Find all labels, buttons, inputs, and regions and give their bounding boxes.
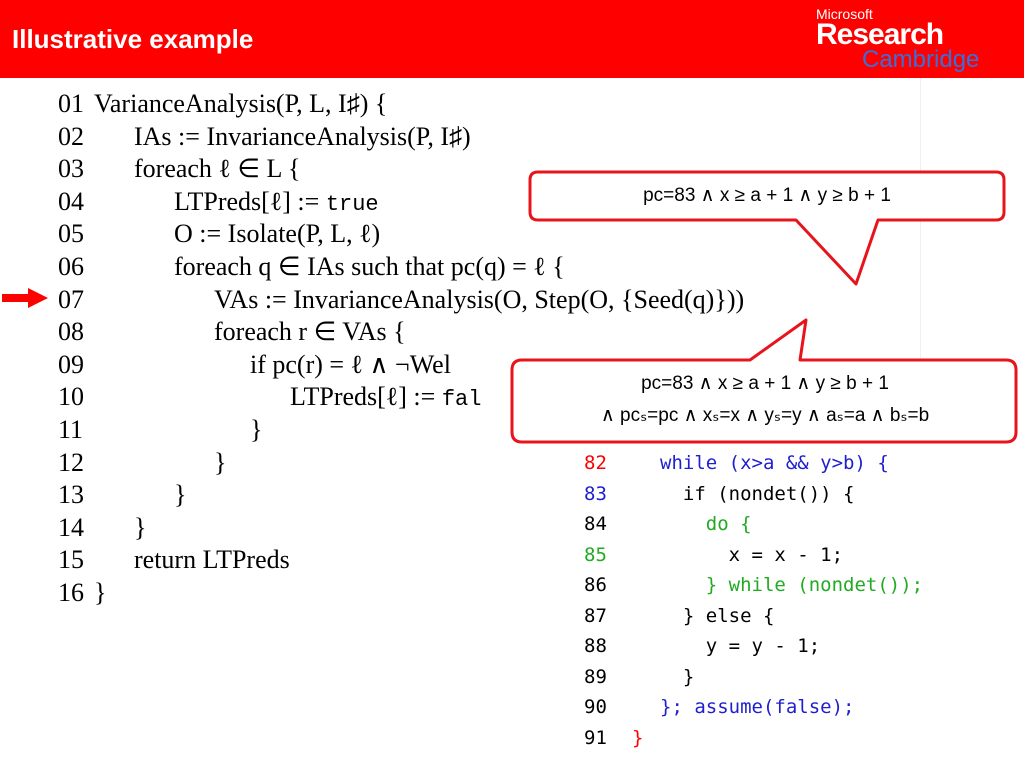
code-line: 87 } else { (584, 601, 774, 631)
code-line-text: } (660, 665, 695, 688)
callout-bottom-line2: ∧ pcₛ=pc ∧ xₛ=x ∧ yₛ=y ∧ aₛ=a ∧ bₛ=b (600, 405, 930, 426)
algorithm-line-text: LTPreds[ℓ] := true (174, 186, 379, 217)
code-line: 85 x = x - 1; (584, 540, 843, 570)
microsoft-research-logo: Microsoft Research Cambridge (806, 6, 1006, 73)
code-line: 83 if (nondet()) { (584, 479, 854, 509)
code-line: 84 do { (584, 509, 752, 539)
code-line-text: } while (nondet()); (660, 574, 924, 596)
algorithm-line-text: } (174, 480, 187, 510)
algorithm-line-number: 13 (58, 480, 84, 510)
callout-top-shape (528, 170, 1006, 286)
code-line-text: } (632, 726, 644, 749)
algorithm-line-text: VAs := InvarianceAnalysis(O, Step(O, {Se… (214, 284, 745, 314)
code-line-text: while (x>a && y>b) { (660, 452, 889, 474)
algorithm-line-text: IAs := InvarianceAnalysis(P, I♯) (134, 121, 471, 151)
callout-bottom: pc=83 ∧ x ≥ a + 1 ∧ y ≥ b + 1 ∧ pcₛ=pc ∧… (510, 318, 1020, 446)
code-line-number: 82 (584, 452, 607, 474)
algorithm-line-number: 02 (58, 121, 84, 151)
callout-top-text: pc=83 ∧ x ≥ a + 1 ∧ y ≥ b + 1 (643, 185, 891, 206)
algorithm-line-number: 04 (58, 186, 84, 216)
algorithm-line-number: 07 (58, 284, 84, 314)
logo-cambridge-text: Cambridge (862, 46, 980, 73)
algorithm-line-number: 14 (58, 512, 84, 542)
code-line-text: }; assume(false); (660, 696, 855, 718)
algorithm-line-text: return LTPreds (134, 545, 290, 575)
algorithm-line-number: 16 (58, 578, 84, 607)
code-line-number: 89 (584, 665, 607, 688)
callout-bottom-line1: pc=83 ∧ x ≥ a + 1 ∧ y ≥ b + 1 (641, 373, 889, 394)
logo-microsoft-text: Microsoft (816, 6, 873, 22)
logo-research-text: Research (816, 18, 944, 51)
algorithm-line-text: foreach q ∈ IAs such that pc(q) = ℓ { (174, 252, 565, 281)
algorithm-line-number: 03 (58, 154, 84, 184)
code-line: 89 } (584, 662, 694, 692)
code-line-number: 90 (584, 696, 607, 718)
code-line-number: 86 (584, 574, 607, 596)
algorithm-line-text: if pc(r) = ℓ ∧ ¬Wel (250, 349, 451, 379)
code-line-text: y = y - 1; (660, 635, 821, 657)
code-line-number: 84 (584, 513, 607, 535)
code-line-text: do { (660, 513, 752, 535)
algorithm-line-text: } (134, 512, 147, 542)
algorithm-line-number: 06 (58, 252, 84, 281)
algorithm-line-text: foreach r ∈ VAs { (214, 317, 406, 347)
code-line-text: } else { (660, 604, 775, 627)
algorithm-line-text: foreach ℓ ∈ L { (134, 154, 301, 184)
algorithm-line-text: VarianceAnalysis(P, L, I♯) { (94, 89, 388, 118)
divider-line (920, 78, 921, 378)
algorithm-line-text: O := Isolate(P, L, ℓ) (174, 219, 381, 249)
algorithm-line-number: 12 (58, 447, 84, 477)
code-line-number: 87 (584, 604, 607, 627)
code-line-number: 88 (584, 635, 607, 657)
code-line: 90 }; assume(false); (584, 692, 854, 722)
algorithm-line-number: 09 (58, 349, 84, 379)
slide-title: Illustrative example (12, 24, 254, 54)
algorithm-line-number: 05 (58, 219, 84, 249)
algorithm-line-number: 08 (58, 317, 84, 347)
code-line-text: x = x - 1; (660, 543, 844, 566)
code-line: 82 while (x>a && y>b) { (584, 448, 889, 478)
code-line: 91} (584, 723, 643, 753)
callout-top: pc=83 ∧ x ≥ a + 1 ∧ y ≥ b + 1 (528, 170, 1006, 290)
code-line: 88 y = y - 1; (584, 631, 820, 661)
algorithm-line-number: 01 (58, 89, 84, 118)
algorithm-line-text: } (214, 447, 227, 477)
code-line-number: 83 (584, 482, 607, 505)
code-line-number: 85 (584, 543, 607, 566)
code-line: 86 } while (nondet()); (584, 570, 923, 600)
current-line-arrow-icon (2, 288, 48, 308)
code-line-text: if (nondet()) { (660, 482, 855, 505)
callout-bottom-shape (510, 318, 1018, 444)
code-line-number: 91 (584, 726, 607, 749)
algorithm-line-text: LTPreds[ℓ] := fal (290, 382, 482, 413)
algorithm-line-number: 10 (58, 382, 84, 412)
algorithm-line-text: } (250, 415, 263, 444)
algorithm-line-text: } (94, 578, 107, 607)
algorithm-line-number: 11 (58, 415, 84, 444)
algorithm-line-number: 15 (58, 545, 84, 575)
slide-header: Illustrative example Microsoft Research … (0, 0, 1024, 78)
